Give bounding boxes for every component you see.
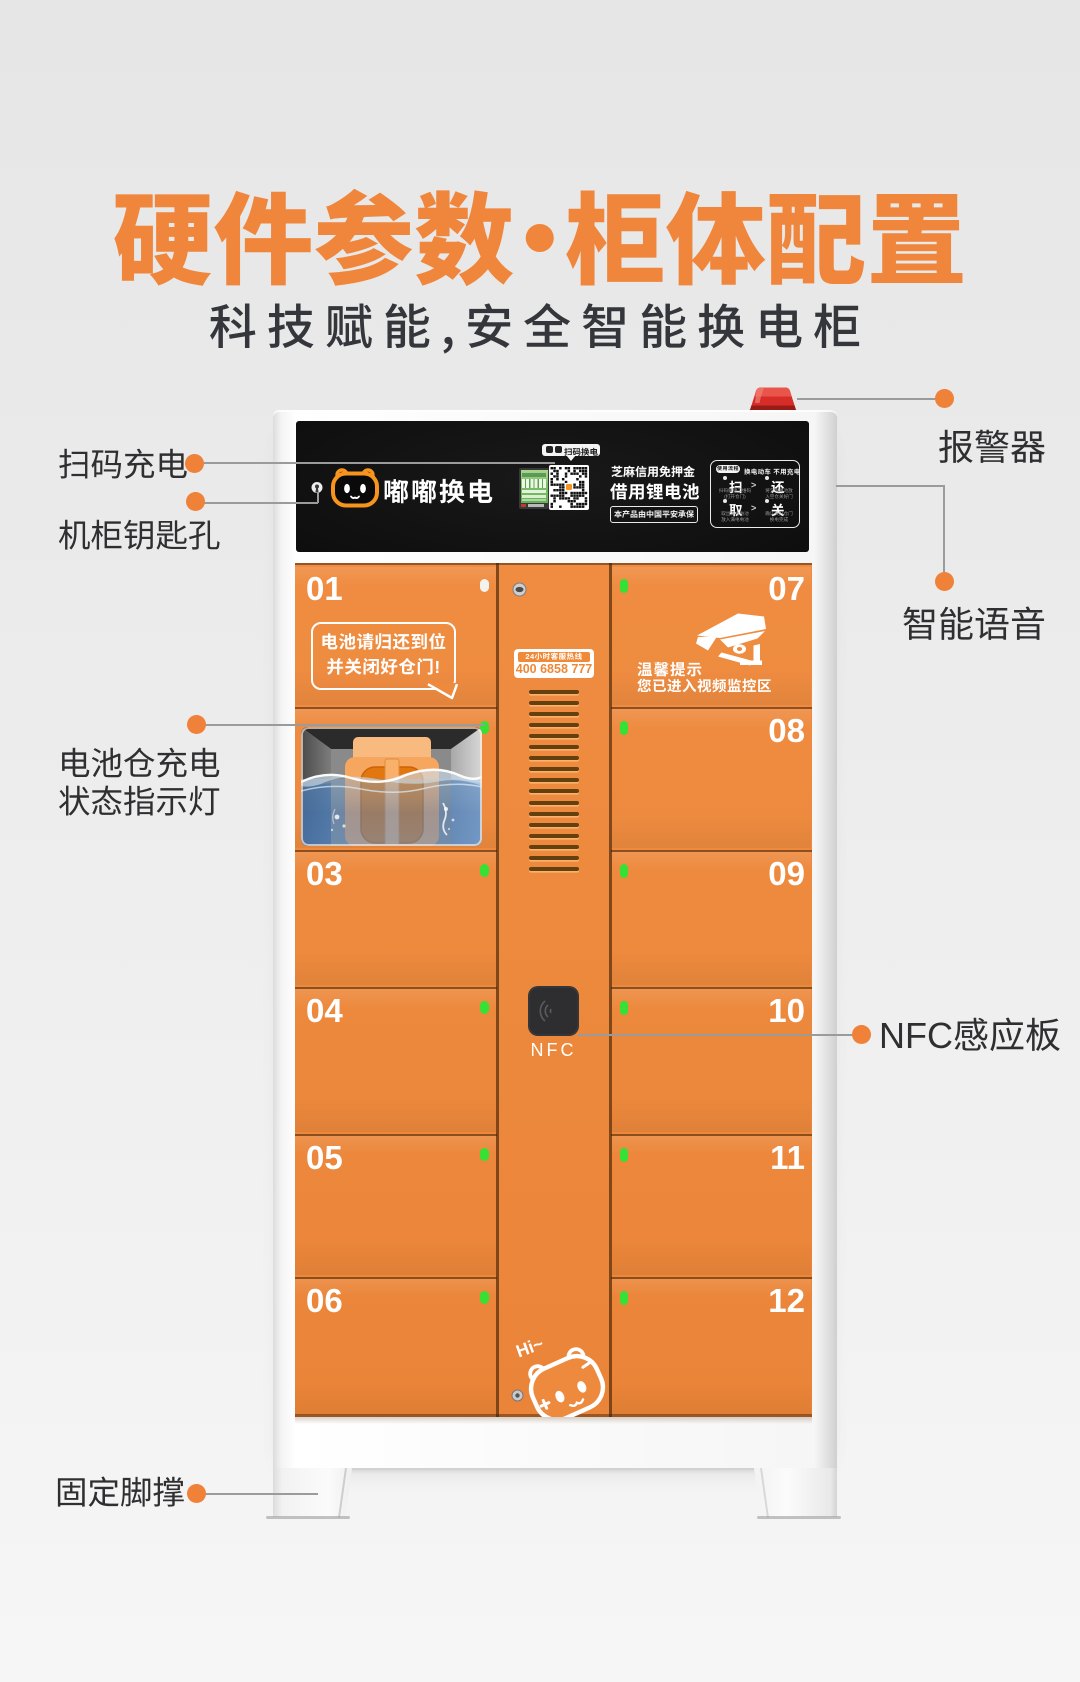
svg-text:Hi~: Hi~: [513, 1333, 546, 1361]
